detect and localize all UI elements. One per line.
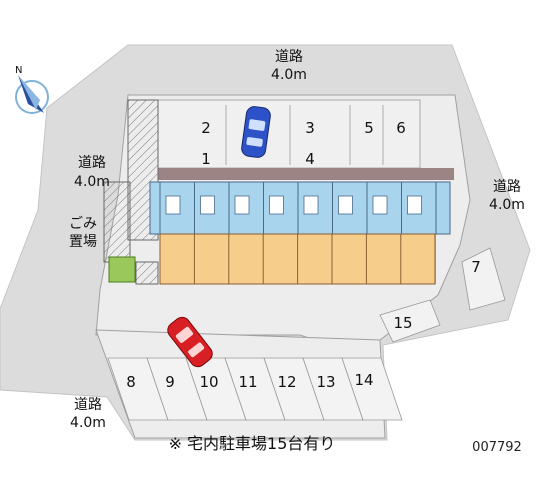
road-left-width: 4.0m [74, 174, 110, 190]
property-code: 007792 [472, 440, 522, 455]
unit-bath [338, 195, 353, 215]
parking-number-5: 5 [364, 119, 374, 137]
road-right-name: 道路 [493, 179, 521, 195]
unit-bath [407, 195, 422, 215]
parking-number-13: 13 [316, 373, 335, 391]
unit-dividers [159, 182, 437, 234]
unit-bath [303, 195, 319, 215]
garbage-hatch [135, 261, 159, 285]
parking-number-7: 7 [471, 258, 481, 276]
road-right-width: 4.0m [489, 197, 525, 213]
compass: N [15, 65, 49, 114]
road-left-name: 道路 [78, 155, 106, 171]
parking-number-1: 1 [201, 150, 211, 168]
parking-number-6: 6 [396, 119, 406, 137]
building-front [149, 181, 451, 235]
parking-number-2: 2 [201, 119, 211, 137]
parking-number-9: 9 [165, 373, 175, 391]
road-top-name: 道路 [275, 49, 303, 65]
road-top-width: 4.0m [271, 67, 307, 83]
blue-car-icon [241, 106, 271, 158]
garbage-box [108, 256, 136, 283]
parking-number-15: 15 [393, 314, 412, 332]
unit-bath [234, 195, 250, 215]
parking-note: ※ 宅内駐車場15台有り [169, 434, 336, 453]
parking-number-10: 10 [199, 373, 218, 391]
parking-slot-15 [379, 299, 441, 343]
unit-bath [372, 195, 388, 215]
parking-number-3: 3 [305, 119, 315, 137]
bottom-parking-slots [107, 357, 403, 421]
unit-bath [165, 195, 181, 215]
compass-north-label: N [15, 65, 22, 76]
walkway [158, 168, 454, 180]
unit-bath [200, 195, 215, 215]
road-bottom-width: 4.0m [70, 415, 106, 431]
hatched-structure [103, 181, 131, 263]
red-car-icon [167, 316, 213, 368]
parking-number-12: 12 [277, 373, 296, 391]
unit-bath [269, 195, 284, 215]
parking-number-11: 11 [238, 373, 257, 391]
parking-number-14: 14 [354, 371, 373, 389]
parking-top-area [157, 99, 421, 169]
parking-number-4: 4 [305, 150, 315, 168]
parking-number-8: 8 [126, 373, 136, 391]
road-bottom-name: 道路 [74, 397, 102, 413]
balcony-dividers [159, 234, 436, 284]
garbage-label-line1: ごみ [69, 216, 97, 232]
parking-slot-bottom [341, 357, 403, 421]
garbage-label-line2: 置場 [69, 234, 97, 250]
parking-slot-7 [461, 247, 506, 311]
